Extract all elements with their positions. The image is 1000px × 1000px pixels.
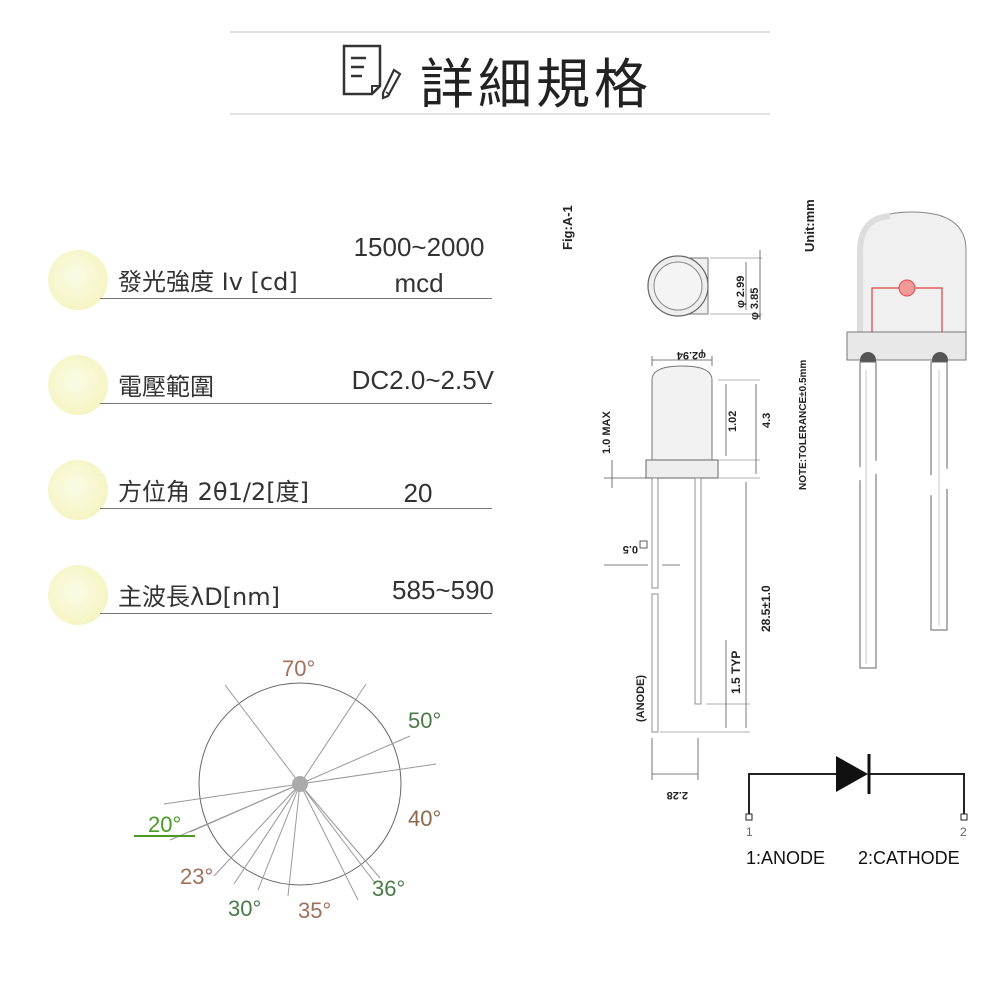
- dim-lead-square: 0.5: [623, 543, 638, 555]
- pin1-number: 1: [746, 825, 753, 839]
- tolerance-note: NOTE:TOLERANCE±0.5mm: [798, 360, 809, 490]
- angle-label-50: 50°: [408, 708, 441, 733]
- spec-label: 發光強度 Iv [cd]: [118, 268, 298, 296]
- diode-schematic: [745, 754, 968, 821]
- dim-top-width: φ2.94: [676, 349, 706, 361]
- divider: [100, 613, 492, 614]
- bullet-dot: [48, 250, 108, 310]
- document-pen-icon: [342, 44, 402, 100]
- angle-circle: [198, 682, 402, 886]
- bullet-dot: [48, 565, 108, 625]
- spec-value: DC2.0~2.5V: [351, 365, 494, 395]
- angle-diagram: 70° 50° 40° 36° 35° 30° 23° 20°: [134, 656, 441, 923]
- angle-label-36: 36°: [372, 876, 405, 901]
- fig-label: Fig:A-1: [560, 205, 575, 250]
- dim-102: 1.02: [727, 411, 739, 432]
- dim-phi-outer: φ 3.85: [749, 288, 761, 320]
- pin2-number: 2: [960, 825, 967, 839]
- dim-pitch: 2.28: [667, 789, 688, 801]
- angle-center-dot: [292, 776, 308, 792]
- divider: [100, 298, 492, 299]
- pin2-label: 2:CATHODE: [858, 848, 960, 868]
- dim-typ: 1.5 TYP: [729, 651, 743, 694]
- dim-flange: 1.0 MAX: [601, 411, 613, 454]
- spec-row-wavelength: 主波長λD[nm] 585~590: [48, 565, 498, 625]
- bullet-dot: [48, 460, 108, 520]
- unit-label: Unit:mm: [802, 199, 817, 252]
- square-symbol: [639, 540, 648, 549]
- angle-label-30: 30°: [228, 896, 261, 921]
- spec-row-voltage: 電壓範圍 DC2.0~2.5V: [48, 355, 498, 415]
- led-top-view: [647, 250, 762, 320]
- spec-label: 電壓範圍: [118, 373, 214, 401]
- spec-row-view-angle: 方位角 2θ1/2[度] 20: [48, 460, 498, 520]
- page-title: 詳細規格: [420, 53, 652, 116]
- dim-phi-inner: φ 2.99: [735, 276, 747, 308]
- spec-value: 585~590: [392, 575, 494, 605]
- divider: [100, 403, 492, 404]
- title-bar: [230, 31, 770, 115]
- spec-label: 方位角 2θ1/2[度]: [118, 478, 309, 506]
- dim-length: 28.5±1.0: [759, 585, 773, 632]
- anode-mark: (ANODE): [635, 675, 647, 722]
- angle-label-40: 40°: [408, 806, 441, 831]
- spec-row-luminous-intensity: 發光強度 Iv [cd] 1500~2000 mcd: [48, 232, 498, 310]
- angle-label-20: 20°: [148, 812, 181, 837]
- spec-value: 20: [403, 478, 433, 508]
- angle-label-70: 70°: [282, 656, 315, 681]
- dim-43: 4.3: [761, 413, 773, 428]
- bullet-dot: [48, 355, 108, 415]
- led-side-view: [604, 356, 760, 780]
- led-illustration: [846, 211, 967, 669]
- spec-label: 主波長λD[nm]: [118, 583, 280, 611]
- spec-value: 1500~2000: [353, 232, 485, 262]
- mechanical-drawing: Fig:A-1 Unit:mm NOTE:TOLERANCE±0.5mm φ 2…: [560, 199, 968, 868]
- spec-value-unit: mcd: [394, 268, 444, 298]
- divider: [100, 508, 492, 509]
- angle-label-23: 23°: [180, 864, 213, 889]
- angle-label-35: 35°: [298, 898, 331, 923]
- pin1-label: 1:ANODE: [746, 848, 825, 868]
